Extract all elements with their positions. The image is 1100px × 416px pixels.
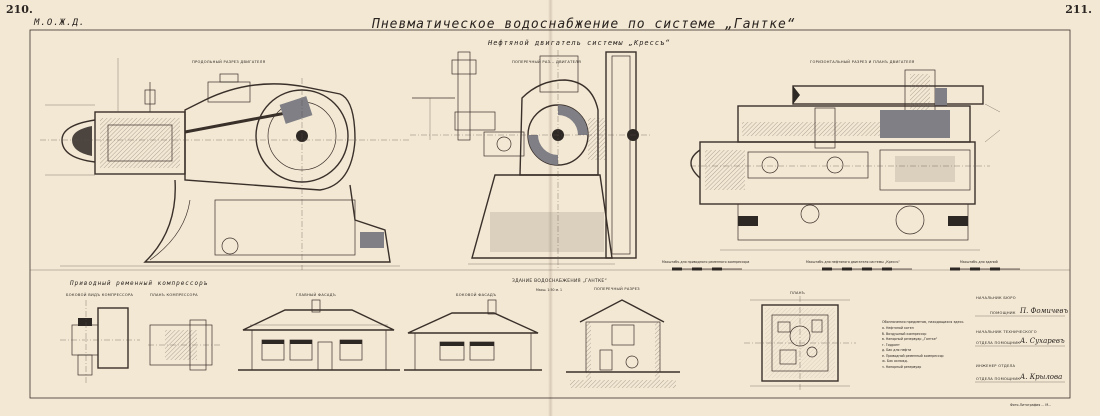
- signature-role: отдела Помощник: [976, 341, 1021, 345]
- legend-item: б. Воздушный компрессор: [882, 331, 927, 336]
- footer-imprint: Фото-Литография ... М...: [1010, 403, 1052, 407]
- sheet-subtitle: Нефтяной двигатель системы „Крессъ“: [488, 39, 671, 47]
- legend-item: в. Напорный резервуар „Гантке“: [882, 337, 938, 341]
- legend-item: д. Бак для нефти: [882, 348, 912, 352]
- longitudinal-engine-section: [40, 58, 410, 270]
- engine-cross-section: [410, 50, 650, 270]
- building-cross-section: [566, 299, 680, 388]
- signature-role: Помощник: [990, 311, 1016, 315]
- signature-role: Инженер отдела: [976, 364, 1016, 368]
- label-scale-engine: Масштабъ для нефтяного двигателя системы…: [806, 260, 901, 264]
- corner-label: М.О.Ж.Д.: [34, 18, 86, 28]
- legend-item: г. Гидрант: [882, 342, 900, 347]
- side-facade-drawing: [404, 299, 542, 371]
- signature-role: Начальник бюро: [976, 296, 1016, 300]
- label-compressor-side: Боковой видъ компрессора: [66, 293, 134, 297]
- sheet-title: Пневматическое водоснабжение по системе …: [372, 17, 796, 32]
- label-main-facade: Главный фасадъ: [296, 293, 337, 297]
- page-fold: [548, 0, 553, 416]
- label-cross-section: Поперечный разрез: [594, 287, 640, 291]
- signature-name: А. Сухаревъ: [1020, 337, 1065, 345]
- page-number-left: 210.: [6, 3, 33, 16]
- signature-lines: [975, 315, 1065, 383]
- signature-name: А. Крылова: [1020, 373, 1063, 381]
- label-pump-house: Здание водоснабжения „Гантке“: [512, 279, 608, 284]
- label-side-facade: Боковой фасадъ: [456, 293, 497, 297]
- page-number-right: 211.: [1065, 3, 1092, 16]
- building-plan: [744, 296, 856, 392]
- legend-title: Обозначения предметов, находящихся здесь: [882, 320, 964, 324]
- label-compressor-plan: Планъ компрессора: [150, 293, 198, 297]
- legend-item: е. Приводной ременный компрессор: [882, 353, 944, 358]
- signature-role: Начальник технического: [976, 330, 1037, 334]
- label-scale-compressor: Масштабъ для приводного ременного компре…: [662, 260, 750, 264]
- label-scale-building: Масштабъ для зданий: [960, 260, 998, 264]
- legend: Обозначения предметов, находящихся здесь…: [882, 320, 974, 370]
- label-cross-engine: Поперечный раз... двигателя: [512, 60, 581, 64]
- signature-name: П. Фомичевъ: [1020, 307, 1069, 315]
- label-longitudinal-engine: Продольный разрез двигателя: [192, 60, 266, 64]
- main-facade-drawing: [238, 299, 400, 371]
- compressor-title: Приводный ременный компрессоръ: [70, 280, 209, 287]
- legend-item: а. Нефтяной котел: [882, 326, 914, 330]
- label-horizontal-engine: Горизонтальный разрез и планъ двигателя: [810, 60, 915, 64]
- label-pump-house-scale: Масш. 1:50 м. 1: [536, 288, 563, 292]
- compressor-views: [60, 300, 220, 385]
- label-plan: Планъ: [790, 291, 806, 295]
- signature-role: Отдела помощник: [976, 377, 1021, 381]
- legend-item: з. Напорный резервуар: [882, 364, 922, 369]
- scale-bars: [672, 267, 1020, 271]
- engine-horizontal-section: [690, 69, 1001, 251]
- legend-item: ж. Бак охлажд.: [882, 359, 908, 363]
